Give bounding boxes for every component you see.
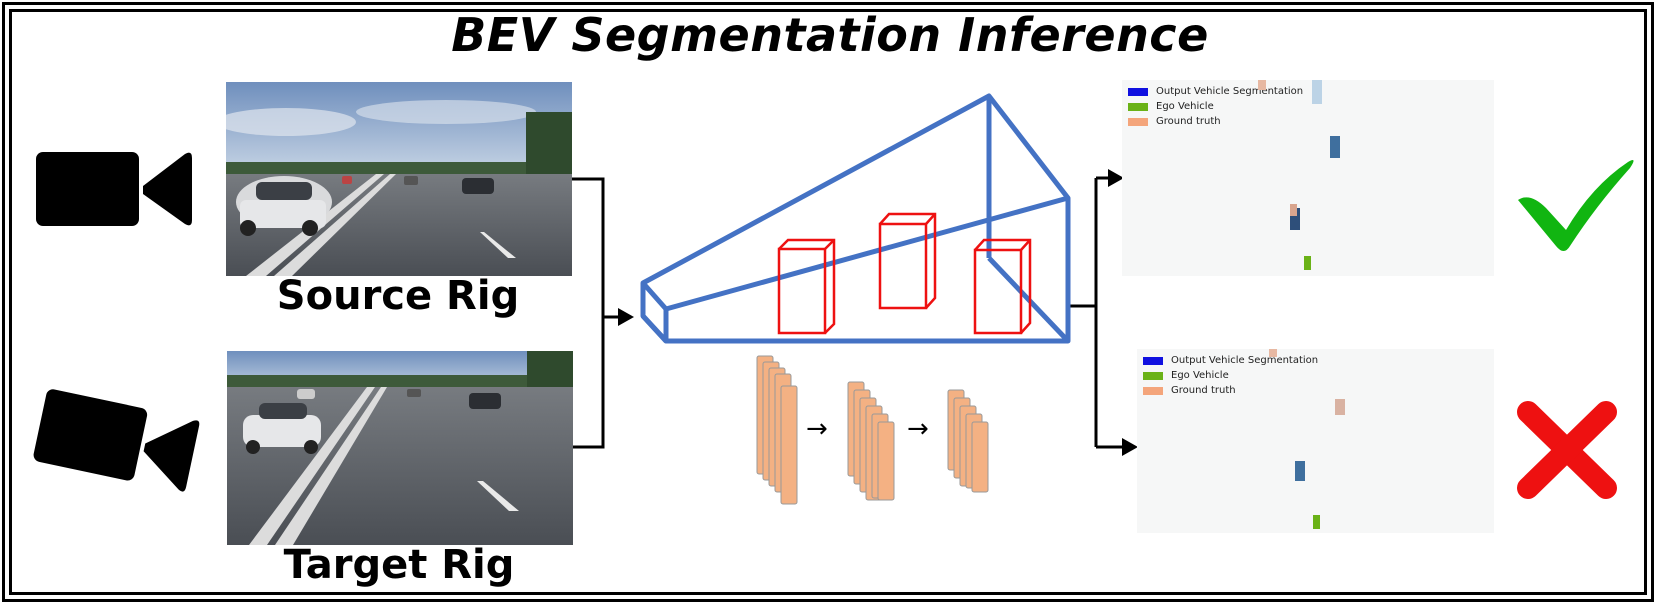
legend-label: Output Vehicle Segmentation <box>1156 86 1304 97</box>
legend-item: Ego Vehicle <box>1128 99 1303 114</box>
segmented-vehicle <box>1312 80 1322 104</box>
legend-label: Ground truth <box>1171 385 1236 396</box>
merge-connector <box>571 177 625 449</box>
bev-output-bottom: Output Vehicle Segmentation Ego Vehicle … <box>1137 349 1494 533</box>
diagram-title: BEV Segmentation Inference <box>451 8 1209 62</box>
legend-item: Output Vehicle Segmentation <box>1143 353 1318 368</box>
box3d-3 <box>973 238 1032 335</box>
stage-arrow-2: → <box>907 414 929 444</box>
segmented-vehicle <box>1290 208 1300 230</box>
feature-maps-stage-1 <box>756 355 798 505</box>
ego-vehicle <box>1304 256 1311 270</box>
legend-swatch <box>1128 117 1148 126</box>
ego-vehicle <box>1313 515 1320 529</box>
output-branch <box>1070 176 1124 449</box>
output-arrow-bottom <box>1122 438 1138 456</box>
legend-label: Ground truth <box>1156 116 1221 127</box>
legend-item: Ego Vehicle <box>1143 368 1318 383</box>
stage-arrow-1: → <box>806 414 828 444</box>
checkmark-icon <box>1518 160 1634 251</box>
legend-swatch <box>1143 371 1163 380</box>
legend-label: Output Vehicle Segmentation <box>1171 355 1319 366</box>
bev-legend-top: Output Vehicle Segmentation Ego Vehicle … <box>1128 84 1303 129</box>
legend-item: Output Vehicle Segmentation <box>1128 84 1303 99</box>
legend-label: Ego Vehicle <box>1156 101 1214 112</box>
ground-truth-box <box>1335 399 1345 415</box>
segmented-vehicle <box>1295 461 1305 481</box>
camera-frustum <box>640 93 1071 344</box>
segmented-vehicle <box>1330 136 1340 158</box>
legend-item: Ground truth <box>1128 114 1303 129</box>
camera-icon <box>36 152 192 226</box>
target-rig-label: Target Rig <box>283 542 515 588</box>
legend-swatch <box>1143 356 1163 365</box>
ground-truth-box <box>1290 204 1297 216</box>
legend-swatch <box>1143 386 1163 395</box>
merge-arrow-head <box>618 308 634 326</box>
source-rig-label: Source Rig <box>276 273 520 319</box>
target-rig-image <box>227 351 573 545</box>
legend-swatch <box>1128 102 1148 111</box>
legend-swatch <box>1128 87 1148 96</box>
feature-maps-stage-3 <box>947 389 989 493</box>
box3d-1 <box>777 238 836 335</box>
bev-legend-bottom: Output Vehicle Segmentation Ego Vehicle … <box>1143 353 1318 398</box>
feature-maps-stage-2 <box>847 381 895 501</box>
legend-item: Ground truth <box>1143 383 1318 398</box>
tilted-camera-icon <box>33 389 200 492</box>
box3d-2 <box>878 212 937 310</box>
output-arrow-top <box>1108 169 1124 187</box>
cross-icon <box>1517 401 1617 499</box>
bev-output-top: Output Vehicle Segmentation Ego Vehicle … <box>1122 80 1494 276</box>
source-rig-image <box>226 82 572 276</box>
ground-truth-box <box>1269 349 1277 357</box>
legend-label: Ego Vehicle <box>1171 370 1229 381</box>
inner-border <box>9 9 1647 595</box>
ground-truth-box <box>1258 80 1266 90</box>
